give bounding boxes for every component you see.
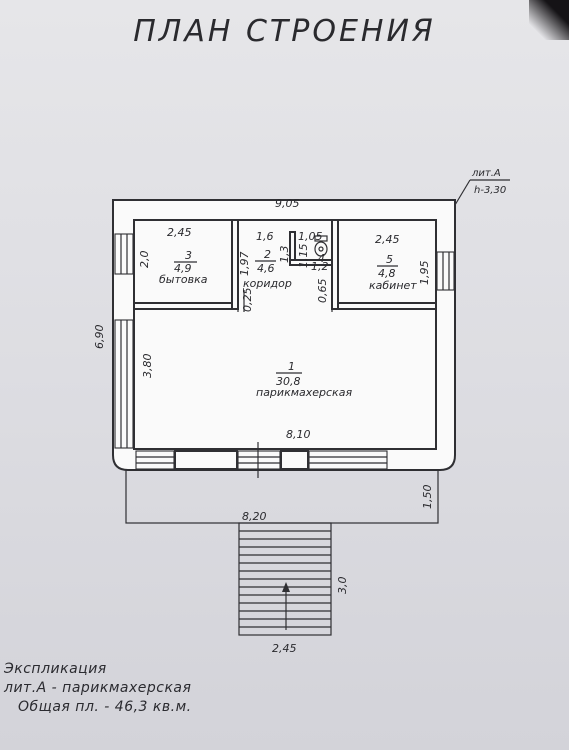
room-5-label: 5 4,8 кабинет [369, 253, 417, 292]
explication-line1: лит.А - парикмахерская [4, 680, 192, 696]
room-2-number: 2 [264, 248, 271, 261]
room-4-label: 4 1,2 [310, 252, 330, 273]
dim-porch-width: 8,20 [242, 510, 267, 523]
dim-stairs-width: 2,45 [272, 642, 297, 655]
room-1-number: 1 [288, 360, 295, 373]
room-3-name: бытовка [159, 273, 208, 286]
room-3-label: 3 4,9 бытовка [159, 249, 208, 286]
dim-stairs-length: 3,0 [336, 577, 349, 595]
dim-wc-depth: 1,15 [297, 244, 310, 269]
room-5-number: 5 [386, 253, 393, 266]
room-5-area: 4,8 [378, 267, 396, 280]
room-2-area: 4,6 [257, 262, 275, 275]
dim-corridor-width: 1,6 [256, 230, 274, 243]
explication: Экспликация лит.А - парикмахерская Общая… [4, 660, 192, 717]
room-1-label: 1 30,8 парикмахерская [256, 360, 352, 399]
dim-room3-depth: 2,0 [138, 251, 151, 269]
dimension-lines [133, 179, 510, 312]
dim-wc-side: 1,3 [278, 246, 291, 264]
room-3-area: 4,9 [174, 262, 192, 275]
dim-inner-width: 8,10 [286, 428, 311, 441]
room-3-number: 3 [185, 249, 192, 262]
dim-top-width: 9,05 [275, 197, 300, 210]
room-1-name: парикмахерская [256, 386, 352, 399]
dim-room5-width: 2,45 [375, 233, 400, 246]
page-title: ПЛАН СТРОЕНИЯ [133, 14, 436, 49]
dark-corner [529, 0, 569, 40]
windows [114, 233, 455, 478]
explication-line2: Общая пл. - 46,3 кв.м. [18, 699, 192, 715]
dim-offset-left: 0,25 [241, 288, 254, 313]
dim-room3-width: 2,45 [167, 226, 192, 239]
stairs [238, 522, 332, 636]
dim-left-height: 6,90 [93, 325, 106, 350]
room-4-number: 4 [318, 252, 325, 265]
outer-walls [112, 199, 456, 471]
dim-wc-width: 1,05 [298, 230, 323, 243]
room-2-name: коридор [243, 277, 292, 290]
porch [125, 469, 439, 524]
room-1-area: 30,8 [276, 375, 301, 388]
dim-hall-height: 3,80 [141, 354, 154, 379]
label-height: h-3,30 [474, 185, 506, 196]
dim-porch-depth: 1,50 [421, 485, 434, 510]
room-5-name: кабинет [369, 279, 417, 292]
dim-corridor-depth: 1,97 [238, 252, 251, 277]
label-letter: лит.А [471, 168, 501, 179]
dim-offset-right: 0,65 [316, 279, 329, 304]
room-4-area: 1,2 [311, 260, 329, 273]
dim-room5-depth: 1,95 [418, 261, 431, 286]
explication-heading: Экспликация [4, 661, 107, 677]
toilet-icon [314, 235, 328, 257]
room-2-label: 2 4,6 коридор [243, 248, 292, 290]
